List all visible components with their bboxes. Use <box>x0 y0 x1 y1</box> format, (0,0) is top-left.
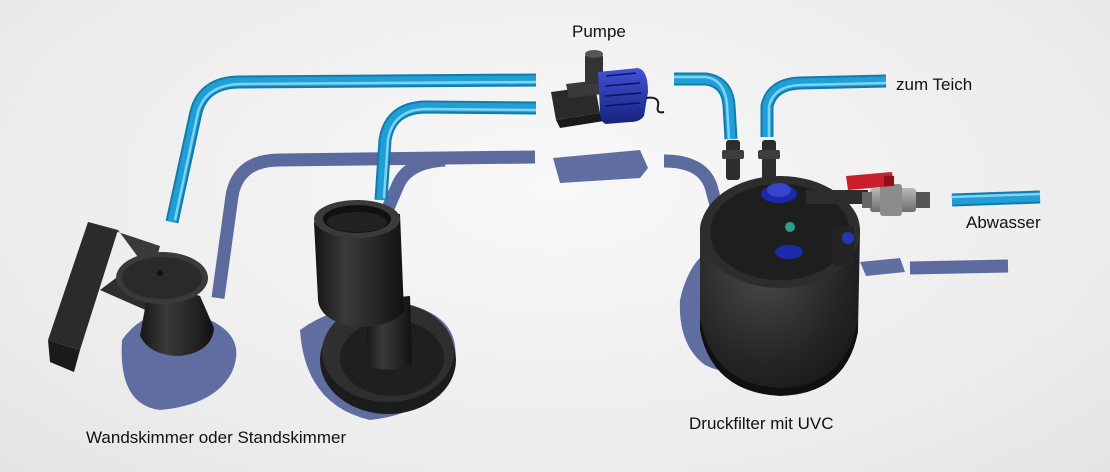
pump-label: Pumpe <box>572 22 626 41</box>
shadow-outlet-pipe <box>909 259 1009 275</box>
pipes <box>165 72 1041 224</box>
shadow-valve <box>860 258 905 276</box>
floor-shadows <box>211 150 1009 299</box>
shadow-filter-pipe-left <box>663 154 727 222</box>
skimmer-label: Wandskimmer oder Standskimmer <box>86 428 347 447</box>
shadow-stand-pipe <box>377 153 446 223</box>
shadow-pump <box>553 150 648 183</box>
stand-skimmer-icon <box>314 200 456 414</box>
pressure-filter-label: Druckfilter mit UVC <box>689 414 834 433</box>
water-pump-icon <box>551 50 665 128</box>
waste-water-label: Abwasser <box>966 213 1041 232</box>
shadow-skimmer-pipe <box>211 150 536 299</box>
pressure-filter-uvc-icon <box>700 140 868 396</box>
to-pond-label: zum Teich <box>896 75 973 94</box>
wall-skimmer-icon <box>48 222 214 372</box>
ball-valve-icon <box>846 172 930 216</box>
